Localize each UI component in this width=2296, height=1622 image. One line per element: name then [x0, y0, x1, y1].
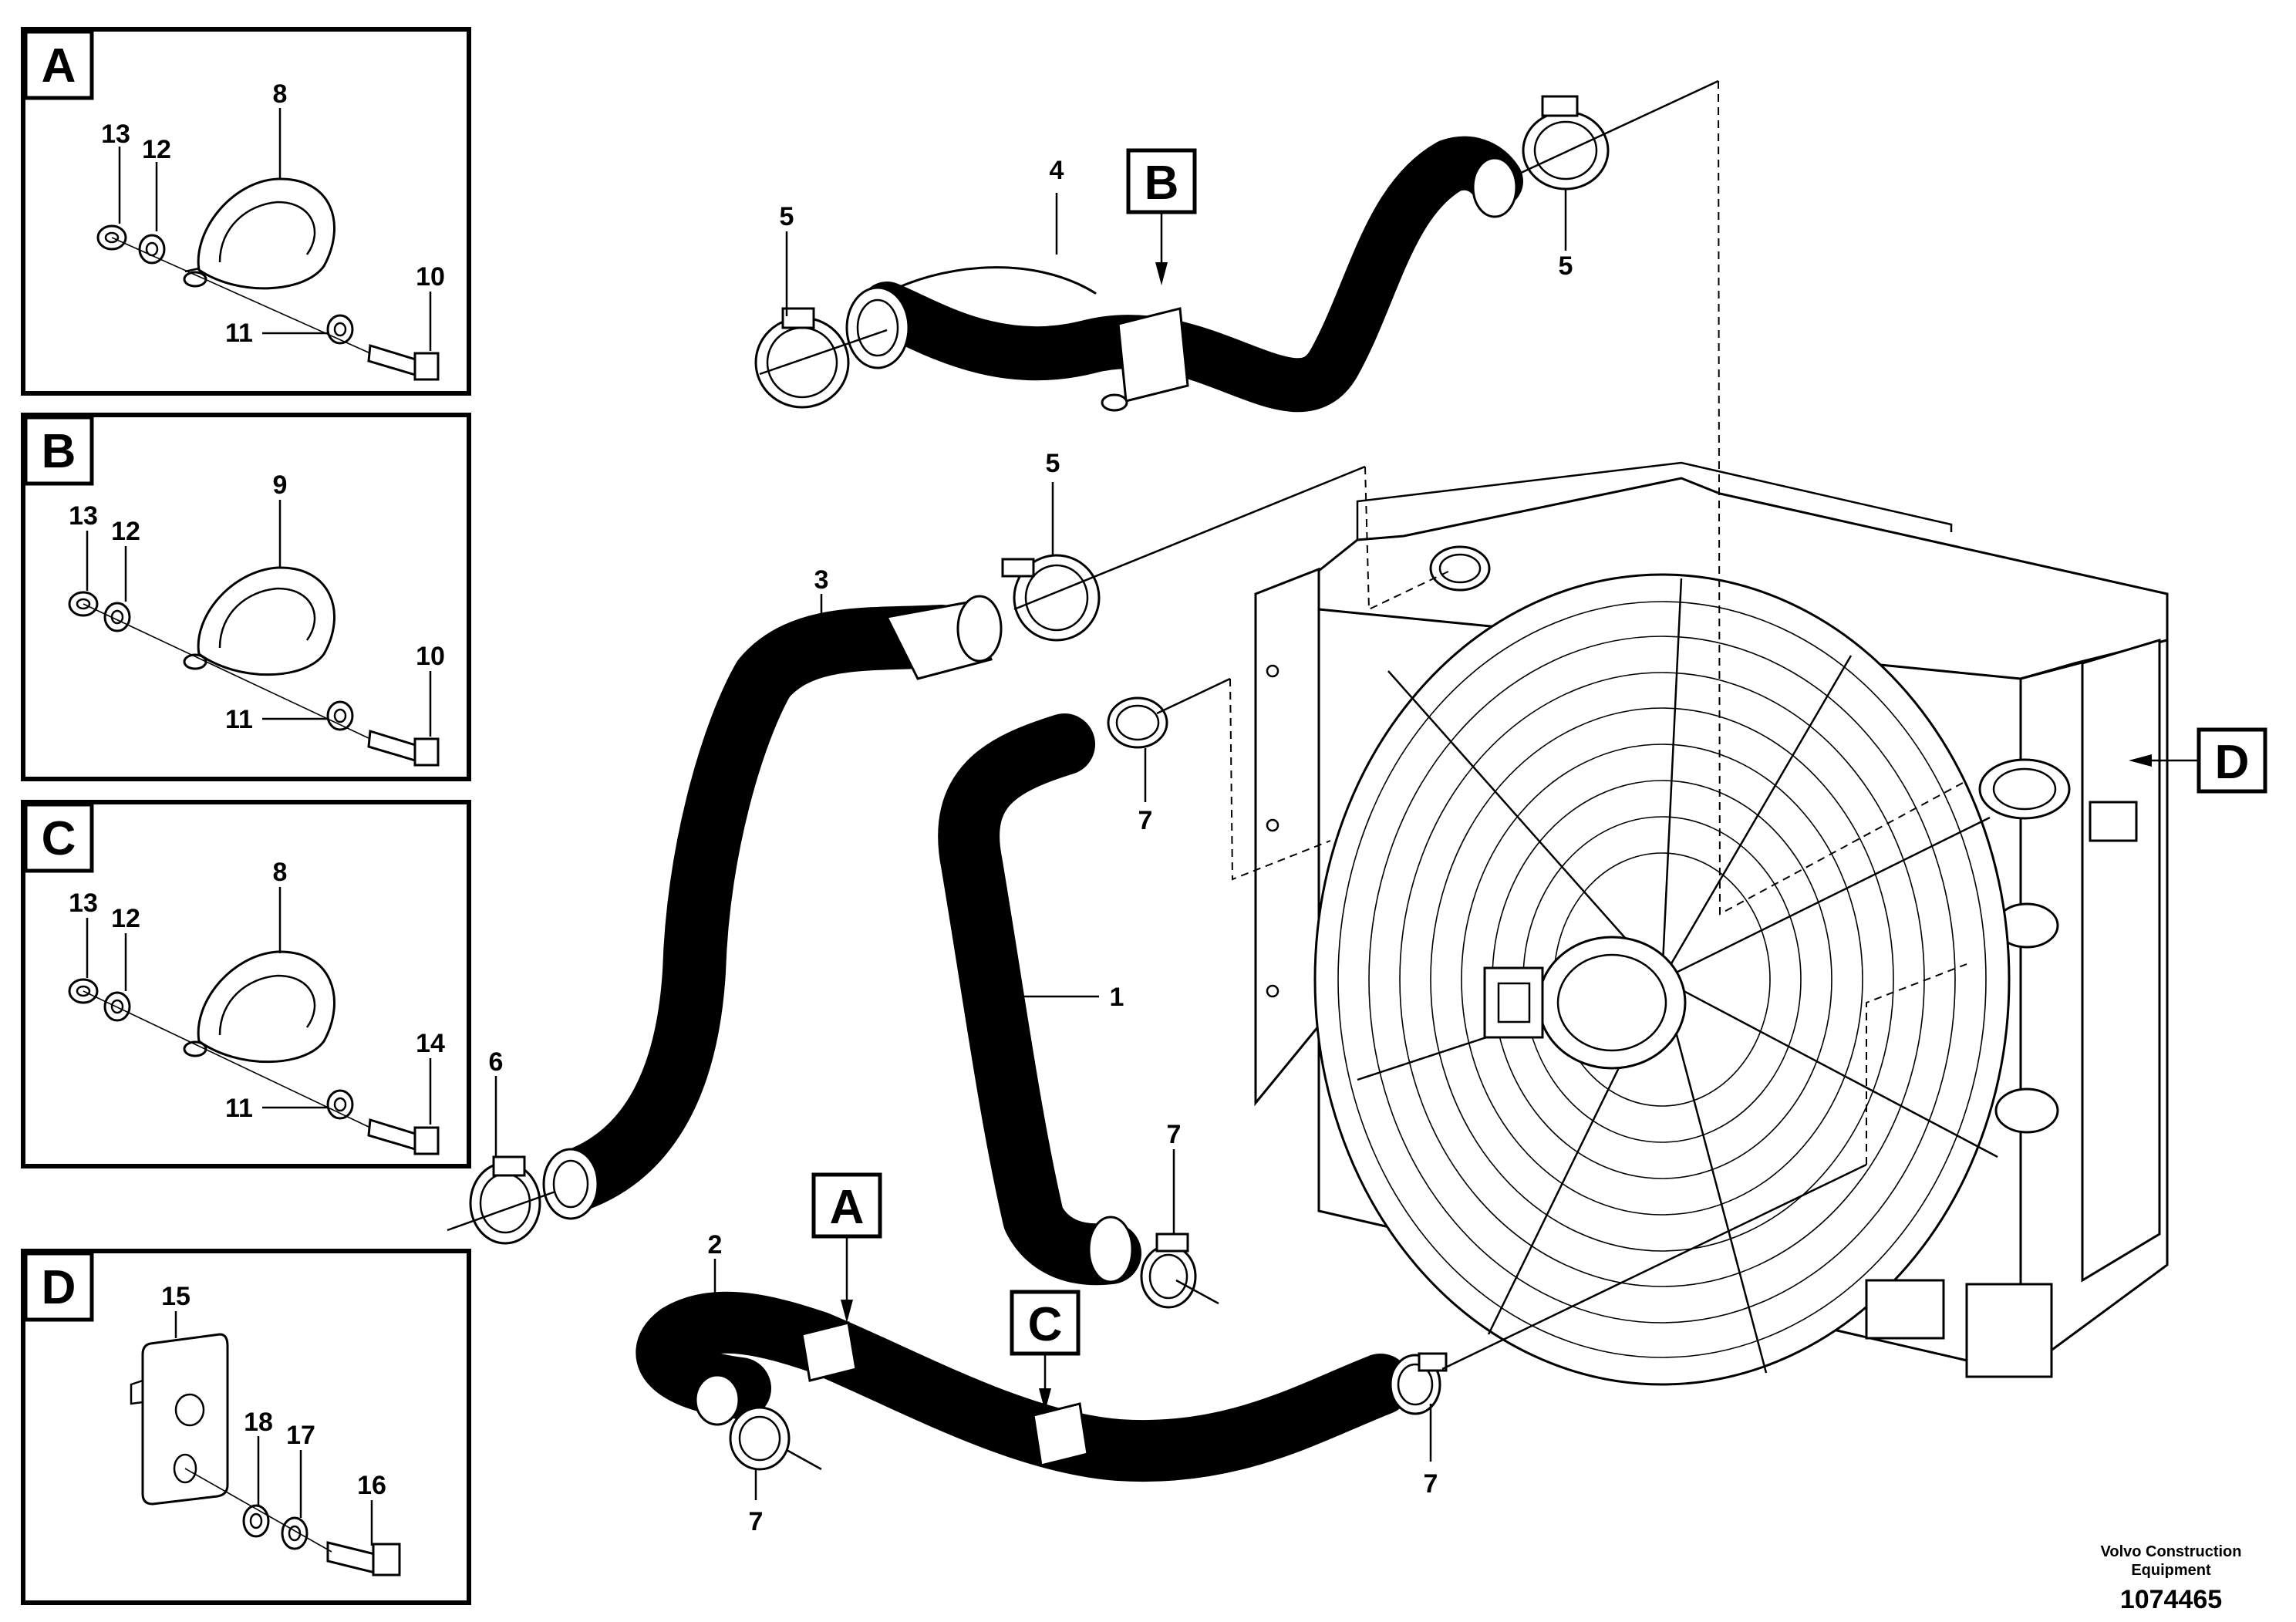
part-number: 7 [1167, 1120, 1182, 1149]
part-number: 14 [416, 1029, 445, 1058]
part-number: 2 [708, 1230, 723, 1259]
manufacturer-caption: Volvo Construction [2101, 1543, 2242, 1560]
tag-c: C [1010, 1290, 1081, 1411]
detail-box-b: B 13 12 9 10 11 [21, 413, 471, 781]
bolt-icon [367, 1118, 440, 1155]
part-number: 10 [416, 642, 445, 671]
radiator-fan-icon [1254, 461, 2169, 1386]
part-number: 5 [1559, 251, 1573, 281]
washer-icon [103, 991, 131, 1022]
part-number: 12 [111, 517, 140, 546]
tag-letter: A [830, 1181, 865, 1234]
detail-box-c: C 13 12 8 14 11 [21, 800, 471, 1168]
hose-clamp-icon [183, 566, 335, 676]
tag-letter: C [1028, 1298, 1063, 1351]
part-number: 8 [273, 79, 288, 109]
hose-clamp-icon [1107, 696, 1168, 749]
part-number: 13 [69, 501, 98, 531]
part-number: 4 [1050, 156, 1064, 185]
hose-clamp-icon [754, 307, 850, 409]
tag-letter: D [2215, 736, 2250, 789]
washer-icon [281, 1516, 308, 1550]
hose-clamp-icon [183, 950, 335, 1064]
hose-clamp-icon [729, 1406, 791, 1471]
tag-d: D [2129, 727, 2267, 794]
part-number: 5 [1046, 449, 1060, 478]
hose-clamp-icon [1140, 1233, 1197, 1309]
part-number: 18 [244, 1408, 273, 1437]
part-number: 17 [286, 1421, 315, 1450]
bracket-icon [801, 1321, 1089, 1467]
hose-icon [636, 1291, 1411, 1482]
part-number: 12 [111, 904, 140, 933]
washer-icon [242, 1504, 270, 1538]
hose-clamp-icon [469, 1155, 541, 1245]
part-number: 11 [225, 319, 253, 348]
part-number: 11 [225, 705, 253, 734]
hose-clamp-icon [183, 177, 335, 290]
hose-icon [938, 713, 1141, 1286]
part-number: 7 [749, 1507, 764, 1536]
part-number: 7 [1138, 806, 1153, 835]
tag-a: A [811, 1172, 882, 1323]
washer-icon [326, 314, 354, 345]
detail-box-d: D 15 18 17 16 [21, 1249, 471, 1605]
part-number: 15 [161, 1282, 190, 1311]
detail-box-letter: B [42, 425, 76, 478]
manufacturer-caption: Equipment [2131, 1562, 2211, 1579]
part-number: 13 [101, 120, 130, 149]
detail-box-a: A 13 12 8 10 11 [21, 27, 471, 396]
hose-clamp-icon [1522, 95, 1610, 191]
part-number: 5 [780, 202, 794, 231]
part-number: 9 [273, 470, 288, 500]
washer-icon [326, 700, 354, 731]
washer-icon [103, 602, 131, 632]
hose-icon [542, 595, 1003, 1220]
part-number: 6 [489, 1047, 504, 1077]
part-number: 12 [142, 135, 171, 164]
detail-box-letter: D [42, 1261, 76, 1314]
detail-box-letter: A [42, 39, 76, 93]
bolt-icon [367, 730, 440, 767]
bolt-icon [326, 1541, 401, 1576]
hose-clamp-icon [1389, 1352, 1448, 1415]
document-number: 1074465 [2120, 1585, 2222, 1614]
tag-letter: B [1145, 157, 1179, 210]
washer-icon [326, 1089, 354, 1120]
part-number: 7 [1424, 1469, 1438, 1499]
bracket-icon [1101, 307, 1189, 412]
part-number: 11 [225, 1094, 253, 1123]
detail-box-letter: C [42, 812, 76, 865]
bracket-icon [130, 1333, 229, 1506]
tag-b: B [1126, 148, 1197, 285]
bolt-icon [367, 344, 440, 381]
part-number: 3 [814, 565, 829, 595]
part-number: 10 [416, 262, 445, 292]
part-number: 1 [1110, 983, 1124, 1012]
hose-clamp-icon [1001, 554, 1101, 642]
part-number: 13 [69, 889, 98, 918]
part-number: 8 [273, 858, 288, 887]
washer-icon [138, 234, 166, 265]
part-number: 16 [357, 1471, 386, 1500]
hose-icon [845, 136, 1523, 413]
